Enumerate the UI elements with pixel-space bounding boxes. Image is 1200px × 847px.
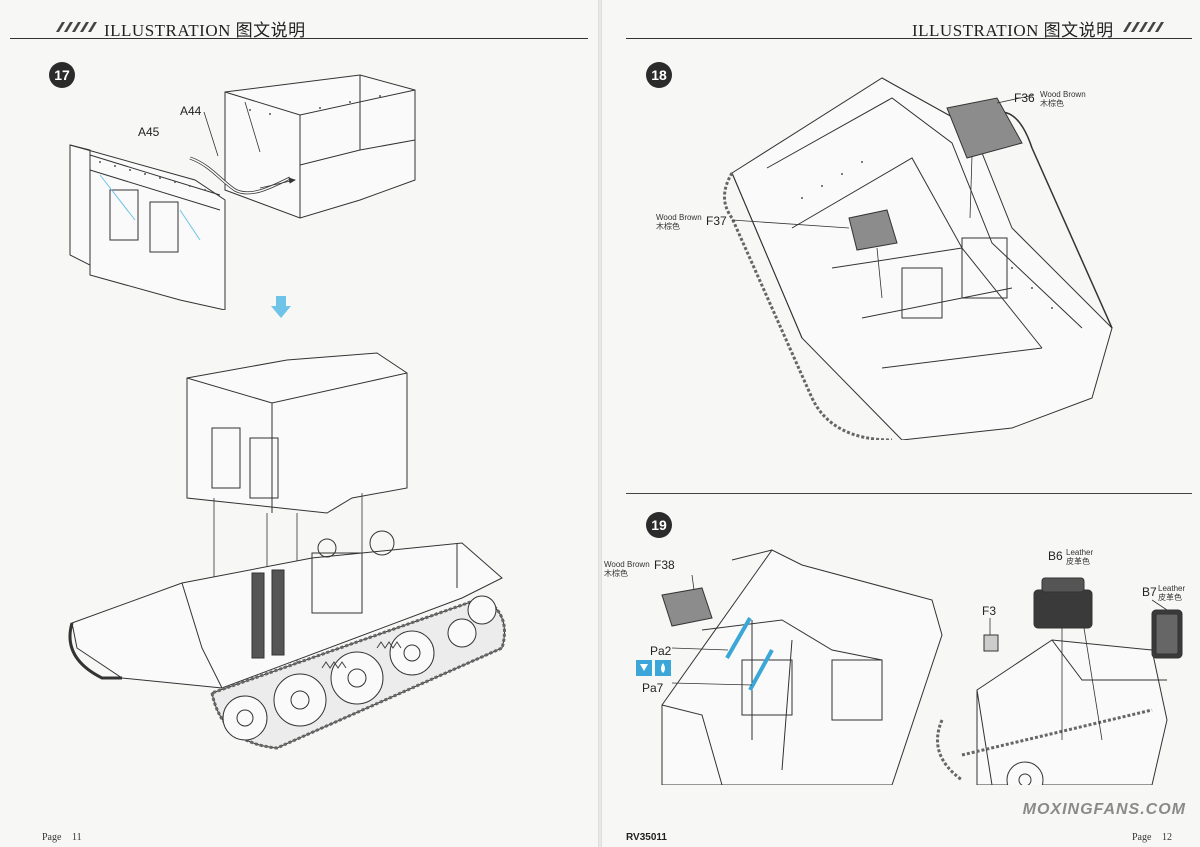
color-b7-en: Leather	[1158, 584, 1186, 593]
color-f37-en: Wood Brown	[656, 213, 702, 222]
step-17-vehicle-drawing	[68, 352, 506, 750]
glue-instruction-icons	[636, 660, 671, 676]
part-label-pa2: Pa2	[650, 644, 672, 658]
color-f38-cn: 木棕色	[604, 569, 628, 578]
part-label-b7: B7	[1142, 585, 1157, 599]
color-b6-cn: 皮革色	[1066, 557, 1090, 566]
color-b6-en: Leather	[1066, 548, 1094, 557]
step-19-badge: 19	[646, 512, 672, 538]
part-label-f38: F38	[654, 558, 675, 572]
glue-drop-icon	[661, 663, 665, 673]
page-gutter	[598, 0, 602, 847]
header-rule-right	[626, 38, 1192, 39]
color-f38-en: Wood Brown	[604, 560, 650, 569]
part-label-f36: F36	[1014, 91, 1035, 105]
step-divider	[626, 493, 1192, 494]
color-b7-cn: 皮革色	[1158, 593, 1182, 602]
part-label-f3: F3	[982, 604, 997, 618]
arrow-down-icon	[271, 296, 291, 318]
step-18-badge: 18	[646, 62, 672, 88]
cut-icon	[640, 664, 648, 671]
step-17-exploded-drawing	[69, 74, 416, 310]
step-19-hull-drawing	[661, 549, 1183, 785]
color-note-b6: Leather 皮革色	[1066, 548, 1093, 566]
left-page: ILLUSTRATION 图文说明 17 A44 A45	[0, 0, 598, 847]
header-stripes-decoration	[1123, 22, 1164, 32]
right-page: ILLUSTRATION 图文说明 18	[602, 0, 1200, 847]
page-number-left: 11	[71, 832, 82, 843]
part-label-b6: B6	[1048, 549, 1063, 563]
page-title-left: ILLUSTRATION 图文说明	[104, 21, 306, 40]
part-label-pa7: Pa7	[642, 681, 664, 695]
step-18-hull-drawing	[723, 77, 1113, 440]
color-note-f36: Wood Brown 木棕色	[1040, 90, 1086, 108]
color-f36-en: Wood Brown	[1040, 90, 1086, 99]
color-note-b7: Leather 皮革色	[1158, 584, 1185, 602]
part-label-a45: A45	[138, 125, 160, 139]
step-17-badge: 17	[49, 62, 75, 88]
footer-page-left: Page 11	[42, 832, 82, 843]
color-note-f37: Wood Brown 木棕色	[656, 213, 702, 231]
page-number-right: 12	[1161, 832, 1172, 843]
footer-page-right: Page 12	[1132, 832, 1172, 843]
part-label-a44: A44	[180, 104, 202, 118]
product-code: RV35011	[626, 832, 667, 843]
page-label-left: Page	[42, 832, 62, 843]
page-label-right: Page	[1132, 832, 1152, 843]
watermark: MOXINGFANS.COM	[1022, 801, 1186, 818]
color-note-f38: Wood Brown 木棕色	[604, 560, 650, 578]
color-f36-cn: 木棕色	[1040, 99, 1064, 108]
color-f37-cn: 木棕色	[656, 222, 680, 231]
header-rule-left	[10, 38, 588, 39]
part-label-f37: F37	[706, 214, 727, 228]
page-title-right: ILLUSTRATION 图文说明	[912, 21, 1114, 40]
header-stripes-decoration	[56, 22, 97, 32]
